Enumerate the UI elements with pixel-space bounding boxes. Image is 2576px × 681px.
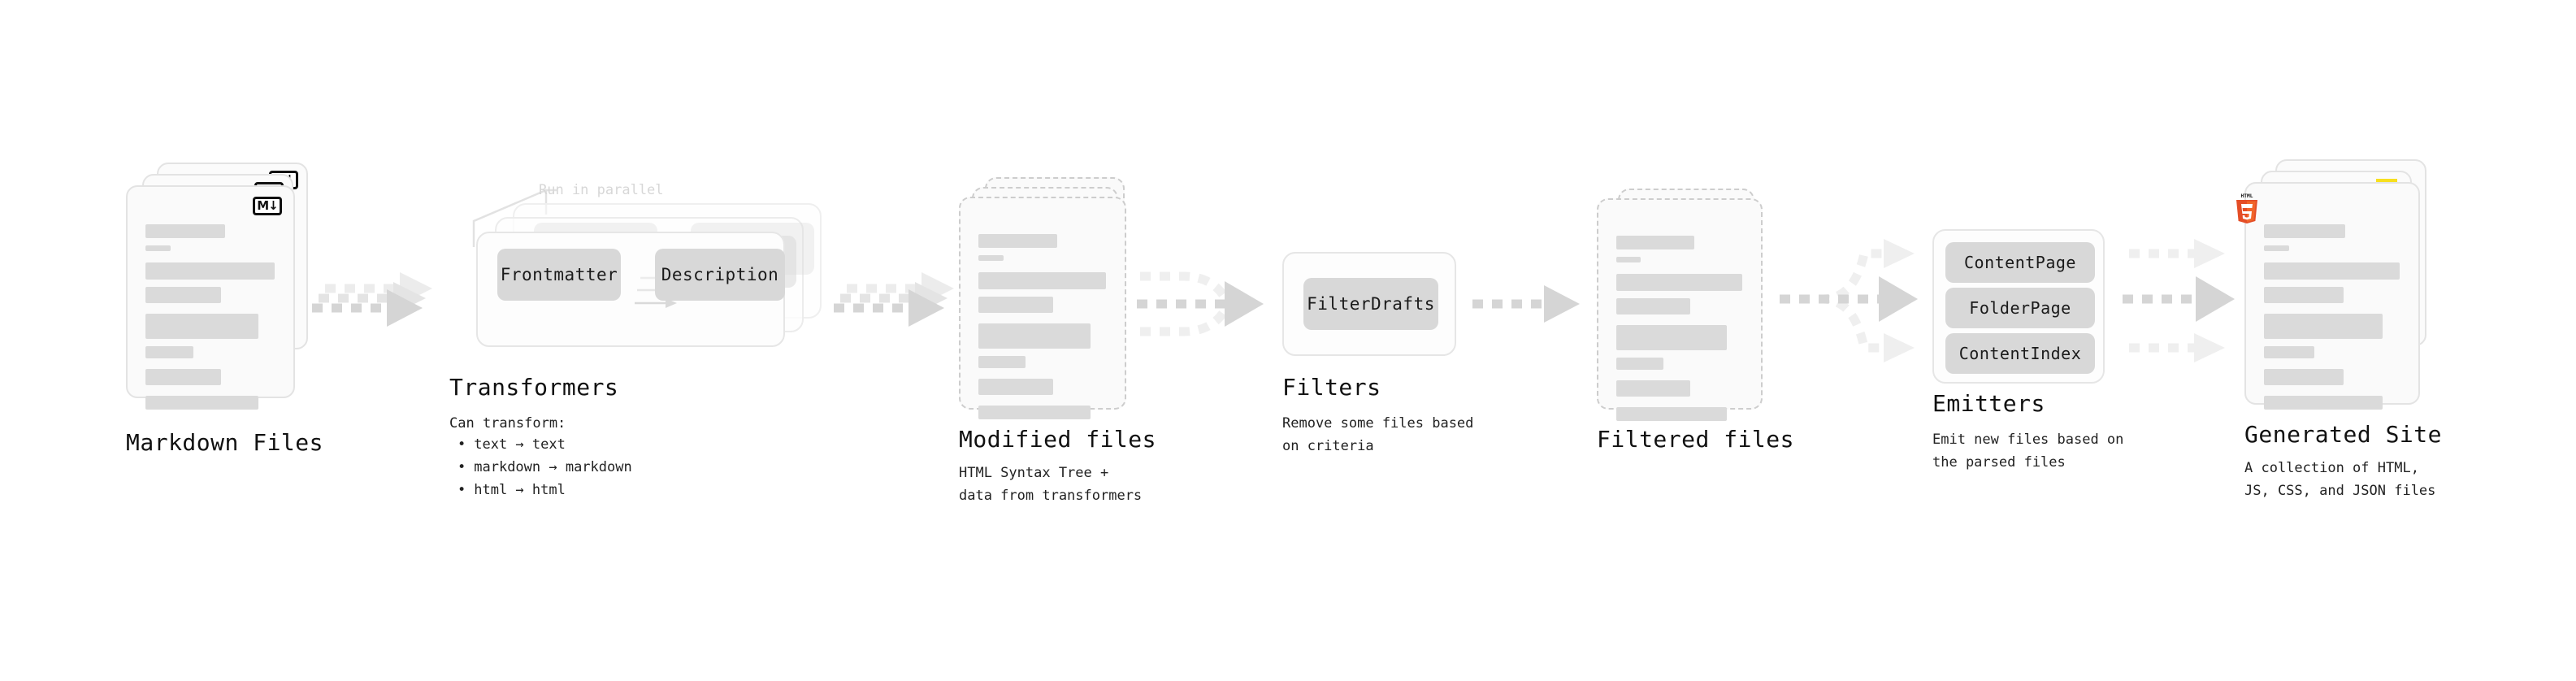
arrow-markdown-to-transformers <box>312 272 432 327</box>
list-item: html → html <box>449 479 632 501</box>
markdown-files-stack: M↓ M↓ M↓ <box>126 163 313 423</box>
bullet-text: html → html <box>474 482 566 499</box>
stage-title-filters: Filters <box>1282 374 1381 401</box>
arrow-filtered-to-emitters <box>1780 239 1918 362</box>
filters-description: Remove some files based on criteria <box>1282 415 1474 455</box>
stage-title-modified-files: Modified files <box>959 426 1157 453</box>
html5-icon: HTML <box>2233 192 2261 224</box>
generated-card-front-html: HTML <box>2236 182 2420 410</box>
emitter-chip-contentpage[interactable]: ContentPage <box>1945 242 2095 283</box>
transformer-chip-frontmatter[interactable]: Frontmatter <box>497 249 621 301</box>
card-placeholder-lines <box>1616 236 1746 428</box>
transformers-bullets: text → text markdown → markdown html → h… <box>449 433 632 501</box>
stage-title-markdown-files: Markdown Files <box>126 429 324 456</box>
modified-card-front <box>959 197 1126 419</box>
emitter-chip-contentindex[interactable]: ContentIndex <box>1945 333 2095 374</box>
transformers-group: Run in parallel Frontmatter <box>449 182 831 366</box>
bullet-text: text → text <box>474 436 566 453</box>
markdown-card-front: M↓ <box>126 185 295 410</box>
emitters-box: ContentPage FolderPage ContentIndex <box>1932 229 2105 384</box>
modified-files-description: HTML Syntax Tree + data from transformer… <box>959 465 1143 505</box>
list-item: markdown → markdown <box>449 456 632 479</box>
list-item: text → text <box>449 433 632 456</box>
stage-title-filtered-files: Filtered files <box>1597 426 1795 453</box>
arrow-modified-to-filters <box>1137 271 1264 336</box>
arrow-transformers-to-modified <box>834 272 954 327</box>
card-placeholder-lines <box>978 234 1110 427</box>
filtered-files-stack <box>1597 189 1784 449</box>
stage-title-generated-site: Generated Site <box>2244 421 2443 448</box>
card-placeholder-lines <box>2264 224 2404 417</box>
bullet-text: markdown → markdown <box>474 459 632 476</box>
transformer-chip-description[interactable]: Description <box>655 249 785 301</box>
arrow-filters-to-filtered <box>1472 285 1580 323</box>
generated-site-description: A collection of HTML, JS, CSS, and JSON … <box>2244 460 2436 500</box>
generated-site-stack: CSS HTML <box>2236 159 2439 427</box>
card-placeholder-lines <box>145 224 279 417</box>
svg-text:HTML: HTML <box>2241 193 2253 199</box>
transformers-bullet-list: text → text markdown → markdown html → h… <box>449 433 632 501</box>
arrow-emitters-to-site <box>2123 239 2235 362</box>
emitter-chip-folderpage[interactable]: FolderPage <box>1945 288 2095 328</box>
transformers-description: Can transform: <box>449 415 566 432</box>
markdown-icon: M↓ <box>253 197 282 215</box>
filtered-card-front <box>1597 198 1763 421</box>
stage-title-emitters: Emitters <box>1932 390 2045 417</box>
filters-box: FilterDrafts <box>1282 252 1456 356</box>
run-in-parallel-label: Run in parallel <box>539 182 664 198</box>
stage-title-transformers: Transformers <box>449 374 619 401</box>
emitters-description: Emit new files based on the parsed files <box>1932 432 2124 471</box>
filter-chip-filterdrafts[interactable]: FilterDrafts <box>1303 278 1438 330</box>
html5-icon-svg: HTML <box>2236 193 2257 223</box>
modified-files-stack <box>959 177 1146 437</box>
